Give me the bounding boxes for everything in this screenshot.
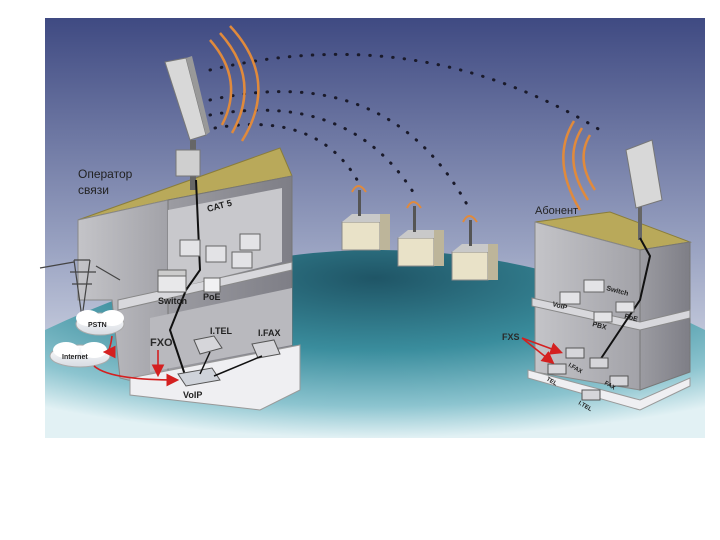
- operator-voip-gateway: [177, 367, 221, 387]
- subscriber-cable: [599, 237, 652, 361]
- operator-phone: [193, 335, 223, 355]
- red-arrows: [93, 335, 564, 387]
- power-pylon: [39, 259, 121, 319]
- subscriber-tel-label: TEL: [545, 377, 558, 388]
- operator-switch: [157, 269, 187, 293]
- operator-poe: [203, 277, 221, 293]
- subscriber-radio-waves: [562, 120, 597, 211]
- remote-building-1: [341, 185, 390, 251]
- subscriber-pbx-label: PBX: [591, 321, 607, 332]
- operator-radio-waves: [209, 25, 260, 142]
- remote-building-3: [451, 215, 498, 281]
- subscriber-voip-label: VoIP: [551, 301, 568, 312]
- operator-title-line1: Оператор: [78, 167, 133, 181]
- pstn-cloud: [75, 310, 125, 336]
- operator-title-line2: связи: [78, 183, 109, 197]
- pstn-label: PSTN: [88, 322, 107, 329]
- subscriber-title: Абонент: [535, 205, 578, 217]
- operator-itel-label: I.TEL: [210, 326, 233, 336]
- fxs-label: FXS: [502, 332, 520, 342]
- subscriber-devices: [547, 279, 635, 401]
- operator-lines: [199, 351, 263, 377]
- remote-building-2: [397, 201, 444, 267]
- internet-cloud: [49, 342, 111, 368]
- internet-label: Internet: [62, 354, 88, 361]
- operator-poe-label: PoE: [203, 292, 221, 302]
- fxo-label: FXO: [150, 337, 173, 349]
- operator-antenna: [164, 56, 210, 190]
- subscriber-poe-label: PoE: [623, 313, 638, 323]
- radio-links: [208, 52, 602, 212]
- operator-fax: [251, 339, 281, 359]
- operator-voip-label: VoIP: [183, 390, 202, 400]
- operator-ifax-label: I.FAX: [258, 328, 281, 338]
- operator-switch-label: Switch: [158, 296, 187, 306]
- operator-computers: [179, 233, 261, 269]
- subscriber-fax-label: FAX: [603, 381, 616, 392]
- subscriber-antenna: [625, 139, 663, 240]
